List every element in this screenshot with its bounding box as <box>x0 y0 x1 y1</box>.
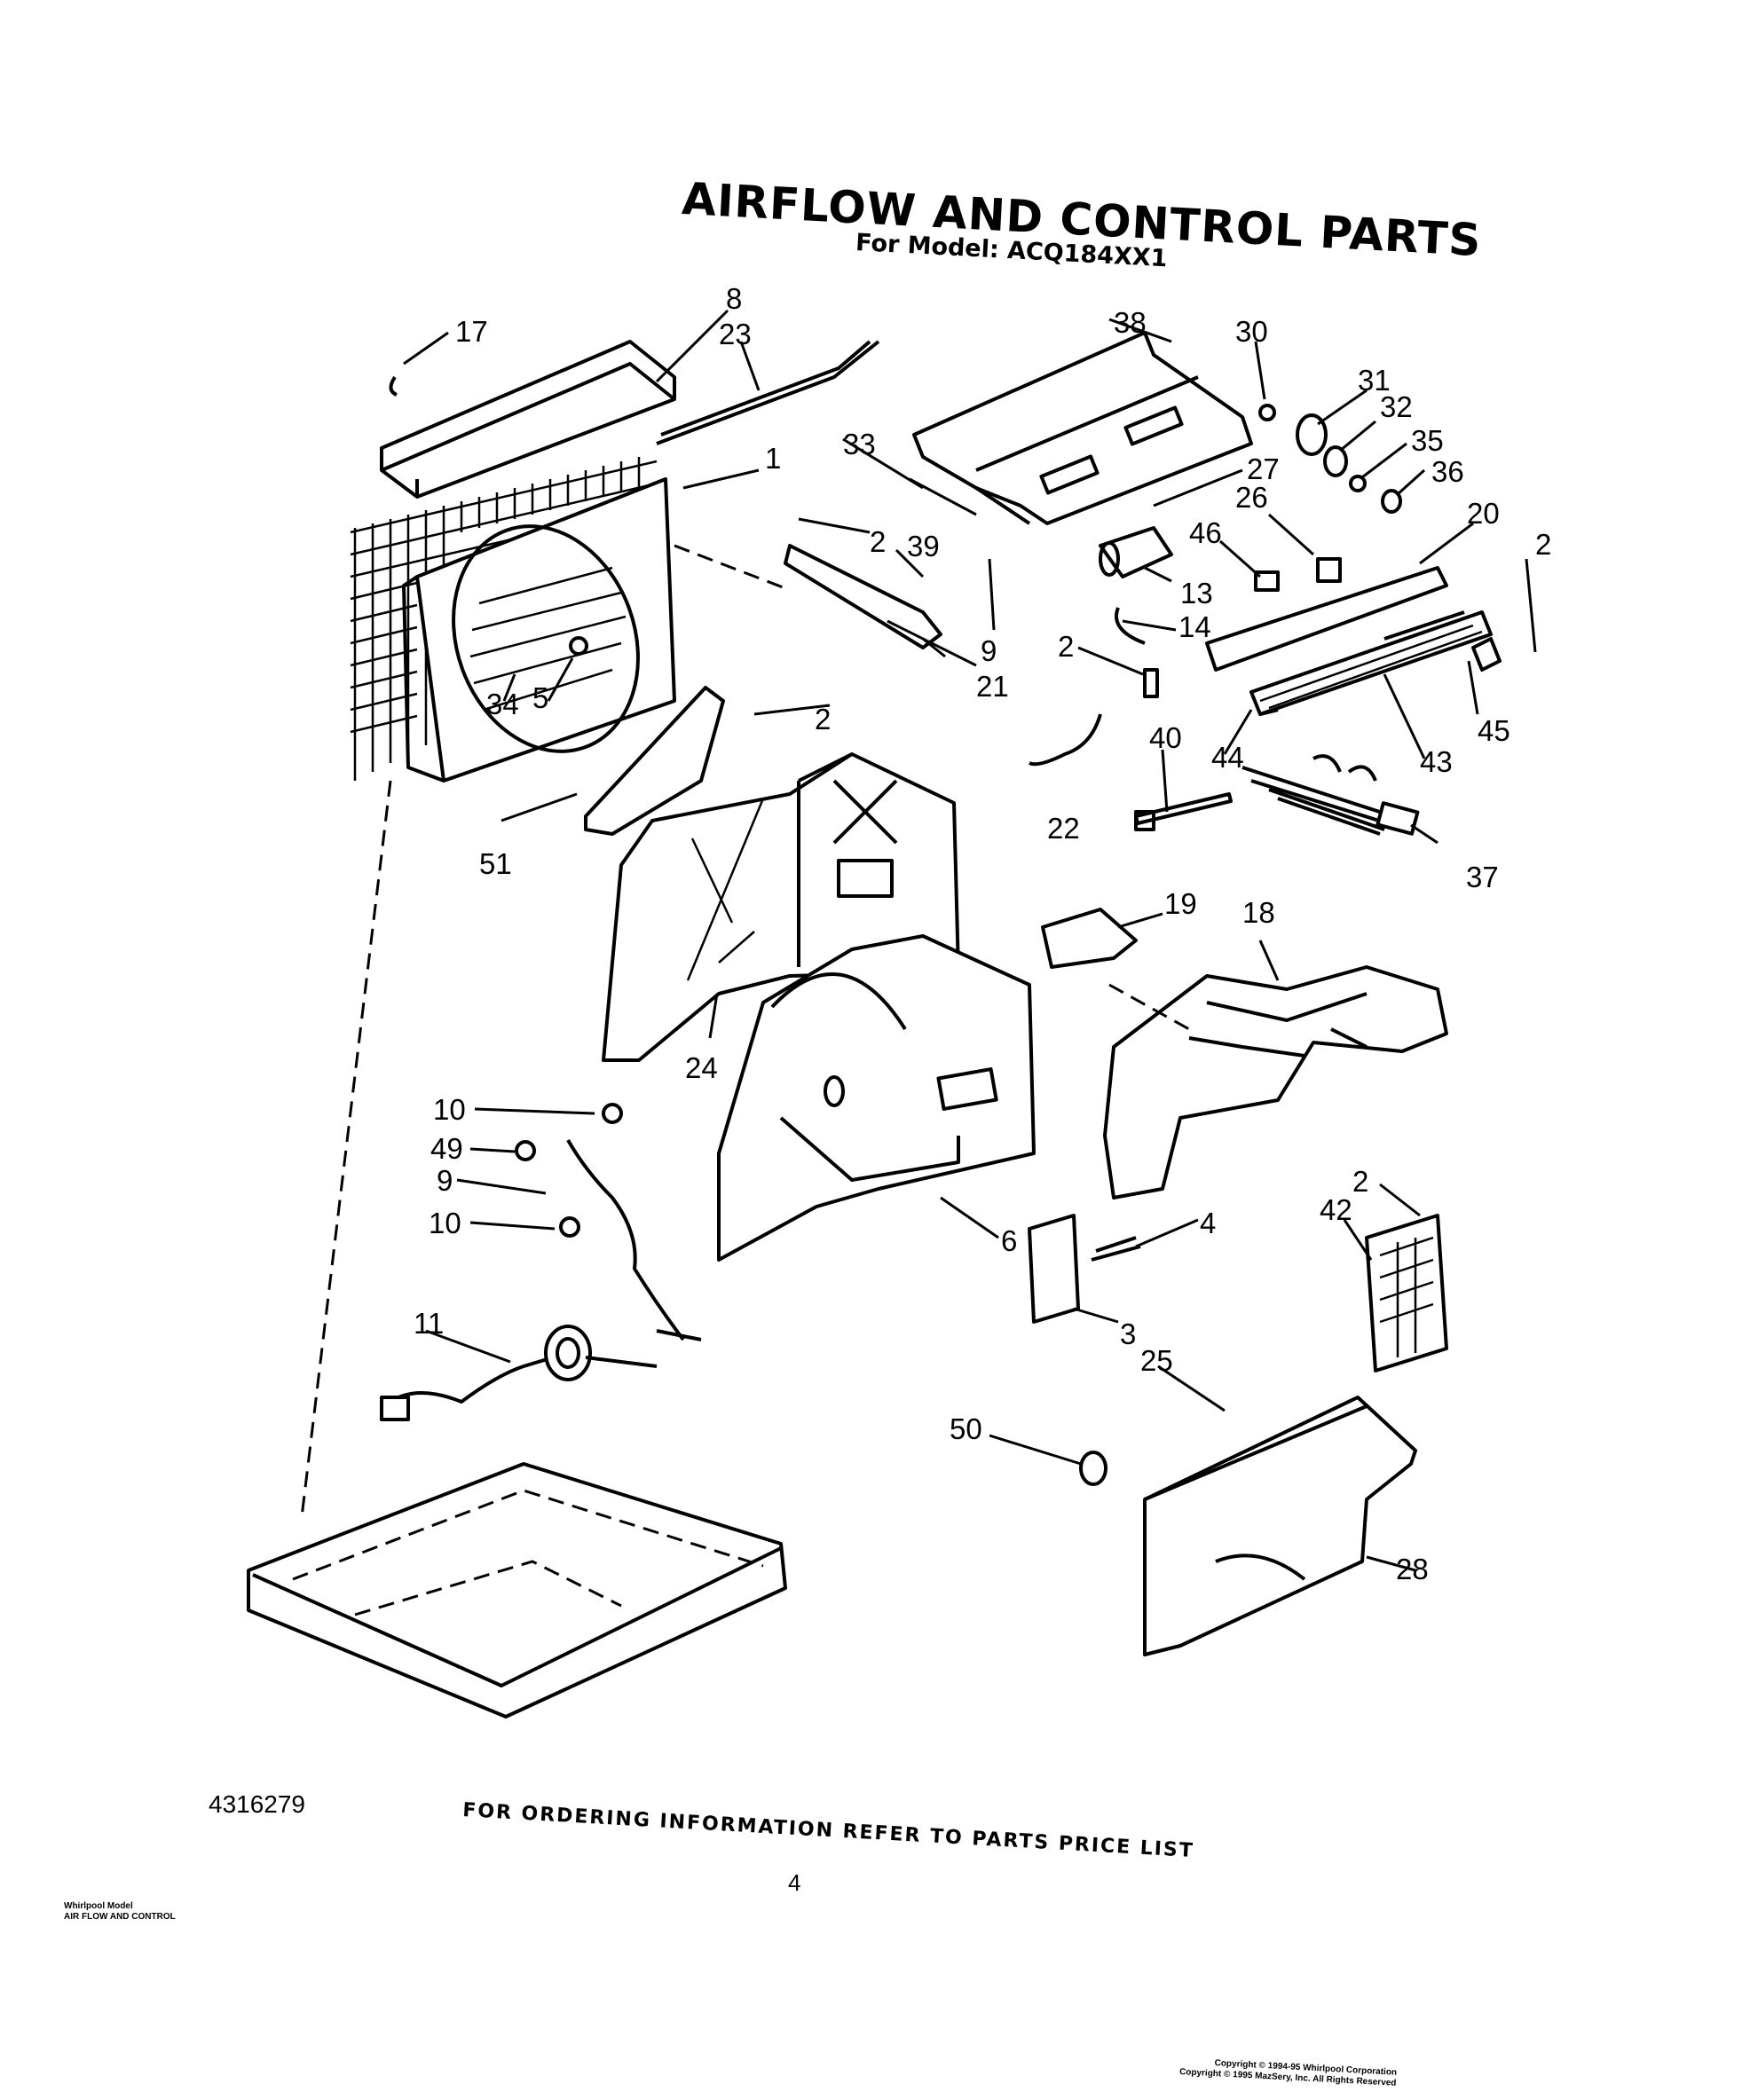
callout-2c: 2 <box>1058 630 1074 663</box>
control-bracket <box>912 331 1253 525</box>
knob <box>1471 637 1502 672</box>
callout-43-text: 43 <box>1420 745 1453 778</box>
callout-11: 11 <box>414 1307 444 1340</box>
leader-lines <box>403 309 1537 1572</box>
callout-30: 30 <box>1235 315 1268 348</box>
capacitor <box>1099 526 1173 578</box>
callout-39: 39 <box>907 530 940 562</box>
clip <box>389 375 398 397</box>
top-cover <box>380 340 676 499</box>
footer-model-line-1: Whirlpool Model <box>64 1901 133 1911</box>
callout-14: 14 <box>1178 610 1211 643</box>
assembly-guide-line <box>674 544 1190 1031</box>
drain-plug <box>1079 1451 1107 1486</box>
vent-grille <box>1365 1214 1448 1372</box>
mounting-bracket <box>784 544 942 649</box>
callout-31: 31 <box>1358 364 1391 397</box>
footer-model-line-2: AIR FLOW AND CONTROL <box>64 1912 176 1922</box>
partition-panel <box>602 752 960 1062</box>
callout-5: 5 <box>532 681 548 714</box>
callout-18: 18 <box>1242 896 1275 929</box>
blower-scroll <box>717 934 1036 1262</box>
callout-35: 35 <box>1411 424 1444 457</box>
fan-shroud <box>402 477 676 783</box>
ground-wire <box>1029 713 1102 767</box>
callout-17: 17 <box>455 315 488 348</box>
callout-19: 19 <box>1164 887 1197 920</box>
callout-50: 50 <box>950 1412 982 1445</box>
callout-44: 44 <box>1211 741 1244 774</box>
callout-2b: 2 <box>815 703 831 735</box>
relay <box>1316 557 1342 583</box>
air-duct <box>1103 965 1448 1199</box>
control-panel <box>1205 566 1493 716</box>
air-guide-bracket <box>1041 908 1138 969</box>
callout-34: 34 <box>486 688 519 720</box>
callout-46: 46 <box>1189 516 1222 549</box>
motor-wiring <box>380 1103 702 1421</box>
callout-9b: 9 <box>437 1164 453 1197</box>
switch <box>1254 570 1280 592</box>
callout-2d: 2 <box>1352 1165 1368 1198</box>
callout-3: 3 <box>1120 1317 1136 1350</box>
callout-6: 6 <box>1001 1224 1017 1257</box>
callout-24: 24 <box>685 1051 718 1084</box>
callout-45: 45 <box>1478 714 1510 747</box>
callout-40: 40 <box>1149 721 1182 754</box>
callout-33: 33 <box>843 428 876 460</box>
callout-2a: 2 <box>870 525 886 558</box>
callout-32: 32 <box>1380 390 1413 423</box>
rear-panel <box>1143 1396 1417 1656</box>
base-pan <box>247 1462 787 1719</box>
fan-brace <box>584 686 725 836</box>
footer-model-info: Whirlpool Model AIR FLOW AND CONTROL <box>64 1901 176 1923</box>
capacitor-strap <box>1115 607 1146 645</box>
callout-37: 37 <box>1466 861 1499 893</box>
callout-1: 1 <box>765 442 781 475</box>
callout-10a: 10 <box>433 1093 466 1126</box>
wire-harness <box>1241 754 1420 836</box>
callout-9a: 9 <box>981 634 997 667</box>
callout-23: 23 <box>719 318 752 350</box>
screw <box>1143 668 1159 698</box>
callout-26: 26 <box>1235 481 1268 514</box>
seal-strip <box>656 340 880 445</box>
part-number: 4316279 <box>209 1790 306 1818</box>
assembly-guide-line <box>300 780 392 1518</box>
callout-20: 20 <box>1467 497 1500 530</box>
callout-49: 49 <box>430 1132 463 1165</box>
callout-21: 21 <box>976 670 1009 703</box>
page-number: 4 <box>788 1869 801 1896</box>
callout-42-text: 42 <box>1320 1193 1352 1226</box>
callout-38: 38 <box>1114 306 1147 339</box>
callout-labels: 17 8 23 1 33 39 2 38 30 31 32 35 36 20 2… <box>414 282 1551 1585</box>
callout-10b: 10 <box>429 1207 461 1239</box>
callout-4: 4 <box>1200 1207 1216 1239</box>
part-drawings <box>247 331 1502 1719</box>
callout-36: 36 <box>1431 455 1464 488</box>
callout-13: 13 <box>1180 577 1213 610</box>
callout-8: 8 <box>726 282 742 315</box>
callout-28: 28 <box>1396 1553 1429 1585</box>
motor-mount <box>1028 1214 1141 1324</box>
callout-25: 25 <box>1140 1344 1173 1377</box>
callout-51: 51 <box>479 847 512 880</box>
callout-22: 22 <box>1047 812 1080 845</box>
callout-27: 27 <box>1247 452 1280 485</box>
callout-2e: 2 <box>1535 528 1551 561</box>
cable-tie <box>1134 792 1233 831</box>
